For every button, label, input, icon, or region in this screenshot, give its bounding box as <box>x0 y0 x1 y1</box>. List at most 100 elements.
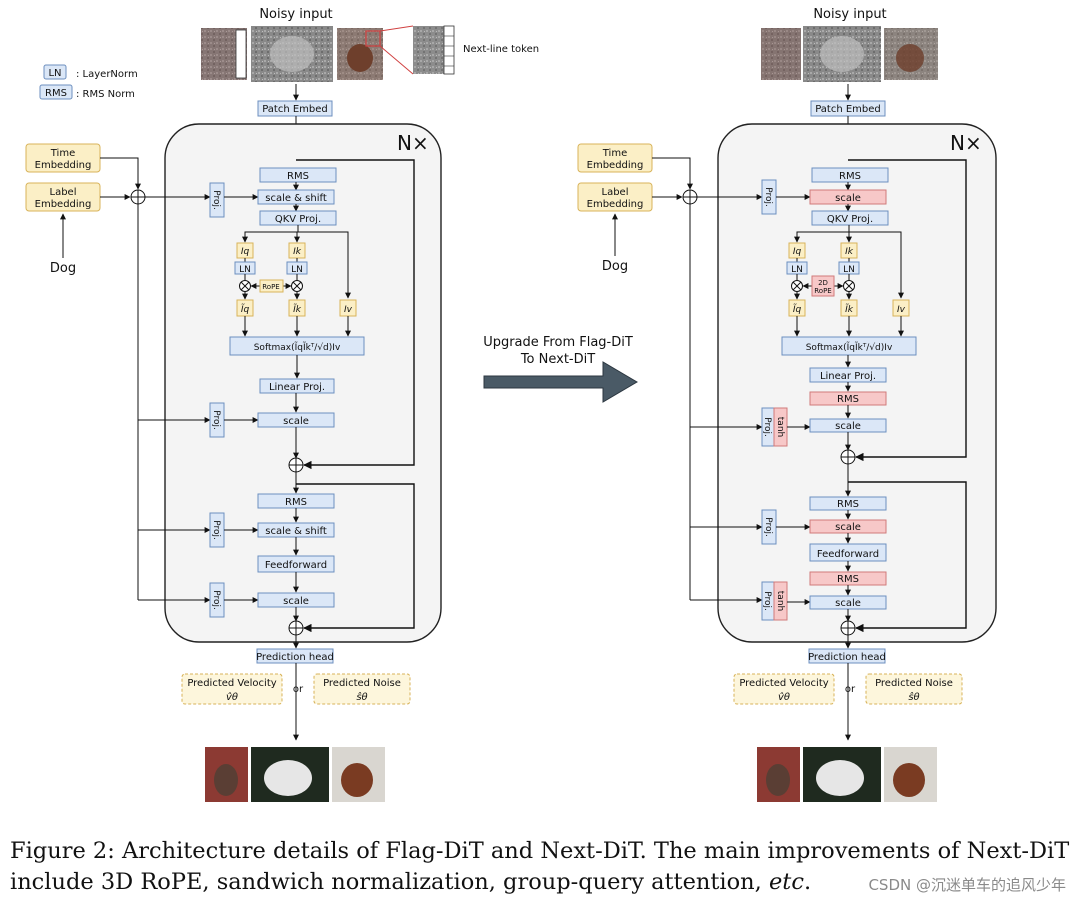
left-iq: Iq <box>241 247 250 257</box>
right-pred-velocity-symbol: v̂θ <box>778 691 790 703</box>
left-iv: Iv <box>344 305 353 315</box>
left-time-embedding-line1: Time <box>50 148 75 159</box>
left-time-embedding-line2: Embedding <box>35 160 92 171</box>
left-label-embedding-line1: Label <box>50 187 77 198</box>
right-rms-pre-ffn: RMS <box>837 499 859 510</box>
left-ln-k: LN <box>291 265 303 275</box>
right-proj-2: Proj. <box>762 417 772 437</box>
left-ik: Ik <box>293 247 302 257</box>
right-time-embedding-line1: Time <box>602 148 627 159</box>
right-iv: Iv <box>897 305 906 315</box>
left-pred-velocity-label: Predicted Velocity <box>187 678 276 689</box>
right-rope-2d-line1: 2D <box>818 279 828 287</box>
left-proj-2: Proj. <box>211 410 221 430</box>
right-arrow-icon <box>483 361 638 403</box>
right-rms-post-ffn: RMS <box>837 574 859 585</box>
left-iq-tilde: Ĩq <box>241 304 250 315</box>
right-label-embedding-line2: Embedding <box>587 199 644 210</box>
figure-caption: Figure 2: Architecture details of Flag-D… <box>10 836 1072 898</box>
left-scale-shift-2: scale & shift <box>265 526 327 537</box>
right-tanh-2: tanh <box>775 591 785 611</box>
left-proj-1: Proj. <box>211 190 221 210</box>
right-scale-attn: scale <box>835 421 861 432</box>
csdn-watermark: CSDN @沉迷单车的追风少年 <box>868 876 1066 894</box>
next-dit-diagram: Noisy input Patch Embed N× Time Embeddin… <box>577 7 997 802</box>
left-or: or <box>293 684 304 695</box>
left-rms-1: RMS <box>287 171 309 182</box>
right-pred-noise-label: Predicted Noise <box>875 678 953 689</box>
left-noisy-input-images <box>201 25 455 82</box>
left-label-embedding-line2: Embedding <box>35 199 92 210</box>
right-feedforward: Feedforward <box>817 549 879 560</box>
right-iq-tilde: Ĩq <box>793 304 802 315</box>
left-ik-tilde: Ĩk <box>293 304 302 315</box>
left-pred-velocity-symbol: v̂θ <box>226 691 238 703</box>
upgrade-text-line2: To Next-DiT <box>520 352 595 367</box>
legend-ln-desc: : LayerNorm <box>76 69 138 80</box>
right-scale-1: scale <box>835 193 861 204</box>
left-dog-label: Dog <box>50 261 76 276</box>
left-scale-1: scale <box>283 416 309 427</box>
right-scale-ffn: scale <box>835 598 861 609</box>
left-rope: RoPE <box>262 283 279 291</box>
left-scale-2: scale <box>283 596 309 607</box>
next-line-token-label: Next-line token <box>463 44 539 55</box>
right-transformer-block-panel <box>717 123 997 643</box>
left-n-times: N× <box>397 131 429 155</box>
right-rms-1: RMS <box>839 171 861 182</box>
legend-ln-key: LN <box>48 68 61 79</box>
right-softmax: Softmax(ĨqĨkᵀ/√d)Iv <box>806 342 893 353</box>
right-proj-4: Proj. <box>762 591 772 611</box>
right-pred-velocity-label: Predicted Velocity <box>739 678 828 689</box>
left-proj-3: Proj. <box>211 520 221 540</box>
caption-etc: etc <box>768 869 804 895</box>
legend-rms-desc: : RMS Norm <box>76 89 135 100</box>
right-scale-pre-ffn: scale <box>835 522 861 533</box>
right-noisy-input-label: Noisy input <box>813 7 886 22</box>
right-patch-embed: Patch Embed <box>815 104 881 115</box>
right-rms-post-attn: RMS <box>837 394 859 405</box>
caption-end: . <box>803 869 812 895</box>
left-patch-embed: Patch Embed <box>262 104 328 115</box>
right-prediction-head: Prediction head <box>808 652 886 663</box>
caption-text: Figure 2: Architecture details of Flag-D… <box>10 838 1070 895</box>
right-proj-1: Proj. <box>763 187 773 207</box>
right-pred-noise-symbol: ŝθ <box>908 691 919 703</box>
right-or: or <box>845 684 856 695</box>
left-prediction-head: Prediction head <box>256 652 334 663</box>
left-feedforward: Feedforward <box>265 560 327 571</box>
right-dog-label: Dog <box>602 259 628 274</box>
right-output-images <box>757 747 937 802</box>
right-iq: Iq <box>793 247 802 257</box>
right-noisy-input-images <box>761 26 938 82</box>
right-proj-3: Proj. <box>763 517 773 537</box>
right-n-times: N× <box>950 131 982 155</box>
left-output-images <box>205 747 385 802</box>
left-proj-4: Proj. <box>211 590 221 610</box>
legend: LN : LayerNorm RMS : RMS Norm <box>39 64 138 100</box>
architecture-diagram: LN : LayerNorm RMS : RMS Norm Noisy inpu… <box>25 7 997 802</box>
left-linear-proj: Linear Proj. <box>269 382 325 393</box>
upgrade-arrow: Upgrade From Flag-DiT To Next-DiT <box>483 335 638 403</box>
left-scale-shift-1: scale & shift <box>265 193 327 204</box>
right-rope-2d-line2: RoPE <box>814 287 831 295</box>
legend-rms-key: RMS <box>45 88 67 99</box>
right-label-embedding-line1: Label <box>602 187 629 198</box>
left-rms-2: RMS <box>285 497 307 508</box>
right-ln-k: LN <box>843 265 855 275</box>
flag-dit-diagram: Noisy input Next-line token Patch <box>25 7 539 802</box>
left-pred-noise-symbol: ŝθ <box>356 691 367 703</box>
left-qkv-proj: QKV Proj. <box>275 214 321 225</box>
left-ln-q: LN <box>239 265 251 275</box>
left-noisy-input-label: Noisy input <box>259 7 332 22</box>
right-linear-proj: Linear Proj. <box>820 371 876 382</box>
upgrade-text-line1: Upgrade From Flag-DiT <box>483 335 633 350</box>
left-softmax: Softmax(ĨqĨkᵀ/√d)Iv <box>254 342 341 353</box>
right-time-embedding-line2: Embedding <box>587 160 644 171</box>
right-tanh-1: tanh <box>775 417 785 437</box>
left-pred-noise-label: Predicted Noise <box>323 678 401 689</box>
right-qkv-proj: QKV Proj. <box>827 214 873 225</box>
right-ik: Ik <box>845 247 854 257</box>
right-ik-tilde: Ĩk <box>845 304 854 315</box>
right-ln-q: LN <box>791 265 803 275</box>
